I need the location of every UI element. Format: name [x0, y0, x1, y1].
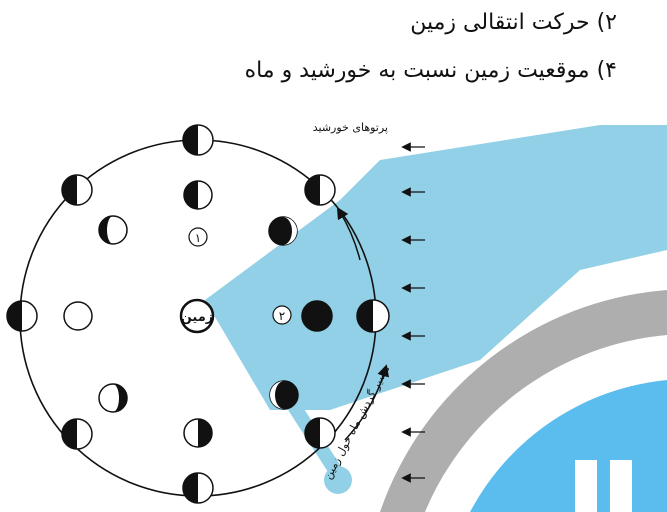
marker-2-label: ۲: [279, 309, 285, 323]
orbit-moon: [356, 299, 390, 333]
marker-1-circle: [188, 227, 208, 247]
inner-moon-crescent: [268, 216, 298, 246]
inner-moon-new: [301, 300, 333, 332]
marker-1-label: ۱: [195, 231, 201, 245]
inner-moon-last-quarter: [183, 418, 213, 448]
watermark-logo: [205, 125, 667, 512]
watermark-cap-shape: [205, 125, 667, 410]
earth-label: زمین: [181, 310, 214, 325]
inner-moon-crescent-lower: [269, 380, 299, 410]
watermark-tassel: [324, 466, 352, 494]
option-4-text: ۴) موقعیت زمین نسبت به خورشید و ماه: [244, 58, 617, 83]
watermark-bar-2: [610, 460, 632, 512]
orbit-moons: [6, 124, 390, 504]
inner-moon-full: [63, 301, 93, 331]
inner-moon-first-quarter: [183, 180, 213, 210]
marker-2-circle: [272, 305, 292, 325]
orbit-arrow-upper: [336, 206, 361, 261]
orbit-moon: [61, 174, 93, 206]
option-2-text: ۲) حرکت انتقالی زمین: [410, 10, 617, 35]
orbit-arrow-lower: [344, 364, 390, 441]
sun-rays-label: پرتوهای خورشید: [313, 121, 388, 134]
watermark-bar-1: [575, 460, 597, 512]
inner-moons: [63, 180, 333, 448]
watermark-ring: [380, 290, 667, 512]
inner-moon-gibbous-upper: [98, 215, 128, 245]
orbit-moon: [304, 174, 336, 206]
orbit-moon: [6, 300, 38, 332]
orbit-moon: [182, 124, 214, 156]
orbit-moon: [61, 418, 93, 450]
sun-rays: [401, 142, 425, 483]
orbit-moon: [182, 472, 214, 504]
inner-moon-gibbous-lower: [98, 383, 128, 413]
earth-circle: [179, 298, 215, 334]
orbit-moon: [304, 417, 336, 449]
